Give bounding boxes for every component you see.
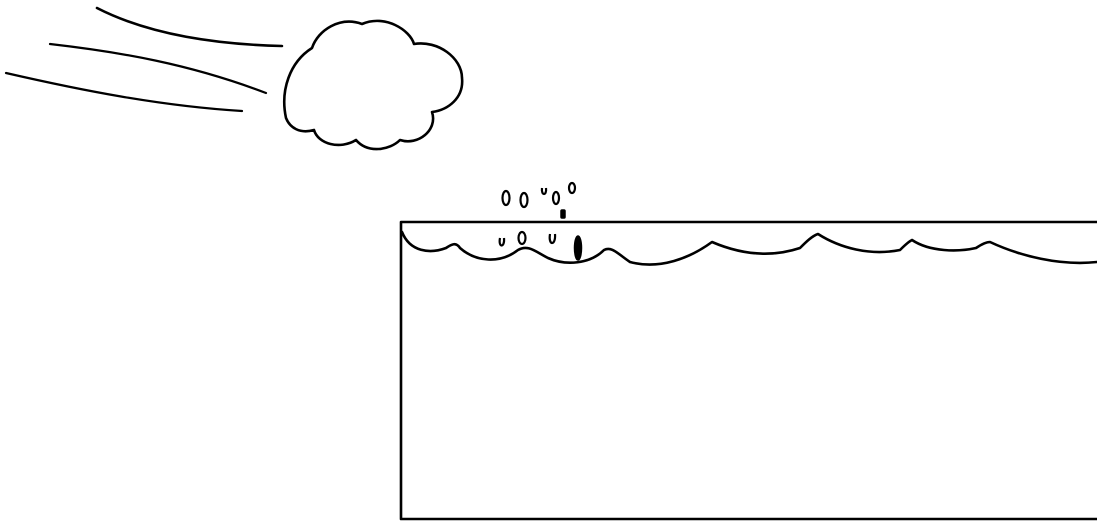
rain-drop (540, 187, 548, 196)
speed-line-middle (48, 42, 268, 95)
rain-drop (498, 237, 506, 247)
rain-drop (560, 209, 566, 219)
rain-drops (498, 181, 583, 261)
rain-drop (551, 190, 561, 206)
rain-drop (519, 191, 529, 209)
speed-line-bottom (4, 71, 244, 113)
container-outline (399, 220, 1097, 521)
speed-line-top (95, 6, 284, 48)
rain-drop (501, 189, 511, 207)
speed-lines (4, 6, 284, 113)
water-container (399, 220, 1097, 521)
rain-drop (567, 181, 577, 195)
rain-drop (573, 235, 583, 261)
cloud-icon (282, 19, 464, 151)
rain-drop (548, 233, 557, 245)
water-surface (400, 230, 1097, 266)
rain-drop (517, 230, 527, 246)
